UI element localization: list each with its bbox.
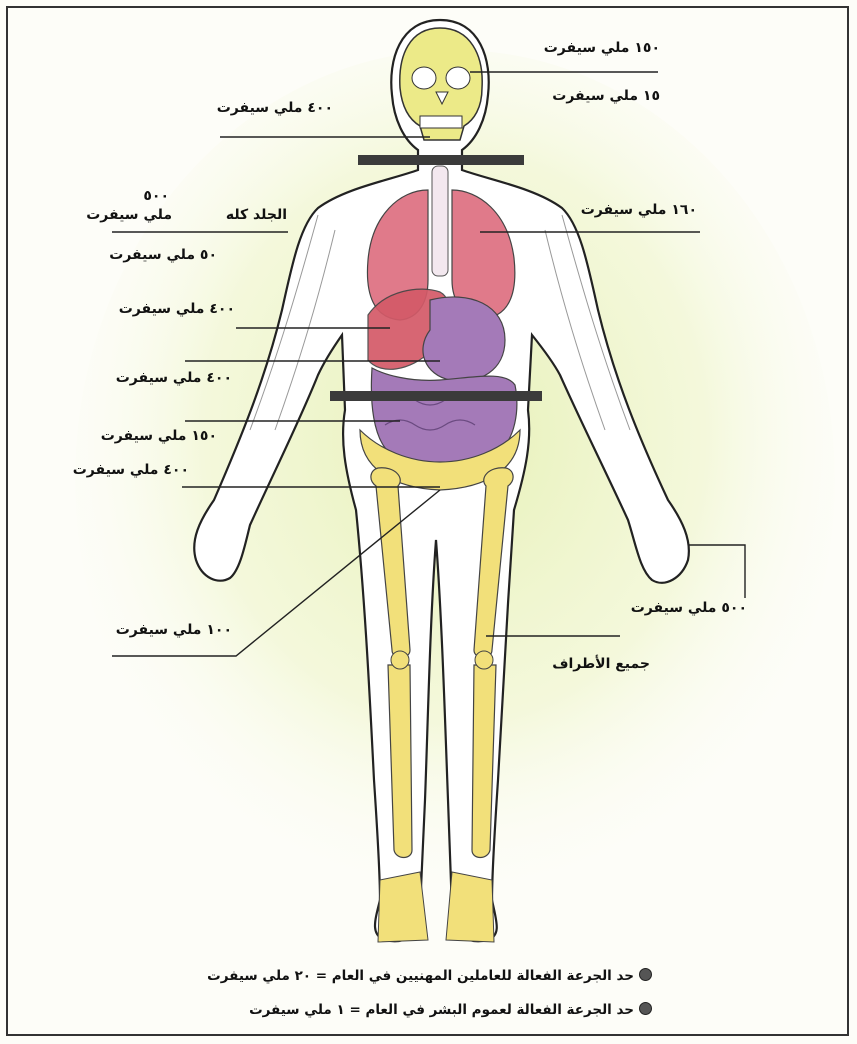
label-thyroid: ٤٠٠ ملي سيفرت	[217, 100, 333, 117]
label-skin-value: ٥٠٠	[109, 188, 169, 205]
waist-band	[330, 391, 542, 401]
teeth	[420, 116, 462, 128]
label-gonads: ١٠٠ ملي سيفرت	[116, 622, 232, 639]
label-colon: ١٥٠ ملي سيفرت	[101, 428, 217, 445]
note-public: حد الجرعة الفعالة لعموم البشر في العام =…	[249, 1002, 652, 1018]
note-workers: حد الجرعة الفعالة للعاملين المهنيين في ا…	[207, 968, 652, 984]
label-all-limbs: جميع الأطراف	[552, 656, 650, 673]
label-eye-lens: ١٥٠ ملي سيفرت	[544, 40, 660, 57]
label-extremities: ٥٠٠ ملي سيفرت	[631, 600, 747, 617]
bullet-dot	[639, 968, 652, 981]
label-stomach: ٤٠٠ ملي سيفرت	[116, 370, 232, 387]
eye-socket-left	[412, 67, 436, 89]
foot-bones-right	[378, 872, 428, 942]
note-workers-text: حد الجرعة الفعالة للعاملين المهنيين في ا…	[207, 968, 634, 984]
stomach	[423, 297, 505, 381]
foot-bones-left	[446, 872, 494, 942]
eye-socket-right	[446, 67, 470, 89]
label-liver: ٤٠٠ ملي سيفرت	[119, 301, 235, 318]
label-bone-marrow: ٤٠٠ ملي سيفرت	[73, 462, 189, 479]
neck-band	[358, 155, 524, 165]
knee-right	[391, 651, 409, 669]
bullet-dot	[639, 1002, 652, 1015]
label-skin-unit: ملي سيفرت	[86, 207, 172, 224]
label-eye-lens-2: ١٥ ملي سيفرت	[552, 88, 660, 105]
note-public-text: حد الجرعة الفعالة لعموم البشر في العام =…	[249, 1002, 634, 1018]
label-skin-2: ٥٠ ملي سيفرت	[109, 247, 217, 264]
trachea	[432, 166, 448, 276]
knee-left	[475, 651, 493, 669]
label-skin-title: الجلد كله	[226, 207, 287, 224]
label-lungs: ١٦٠ ملي سيفرت	[581, 202, 697, 219]
